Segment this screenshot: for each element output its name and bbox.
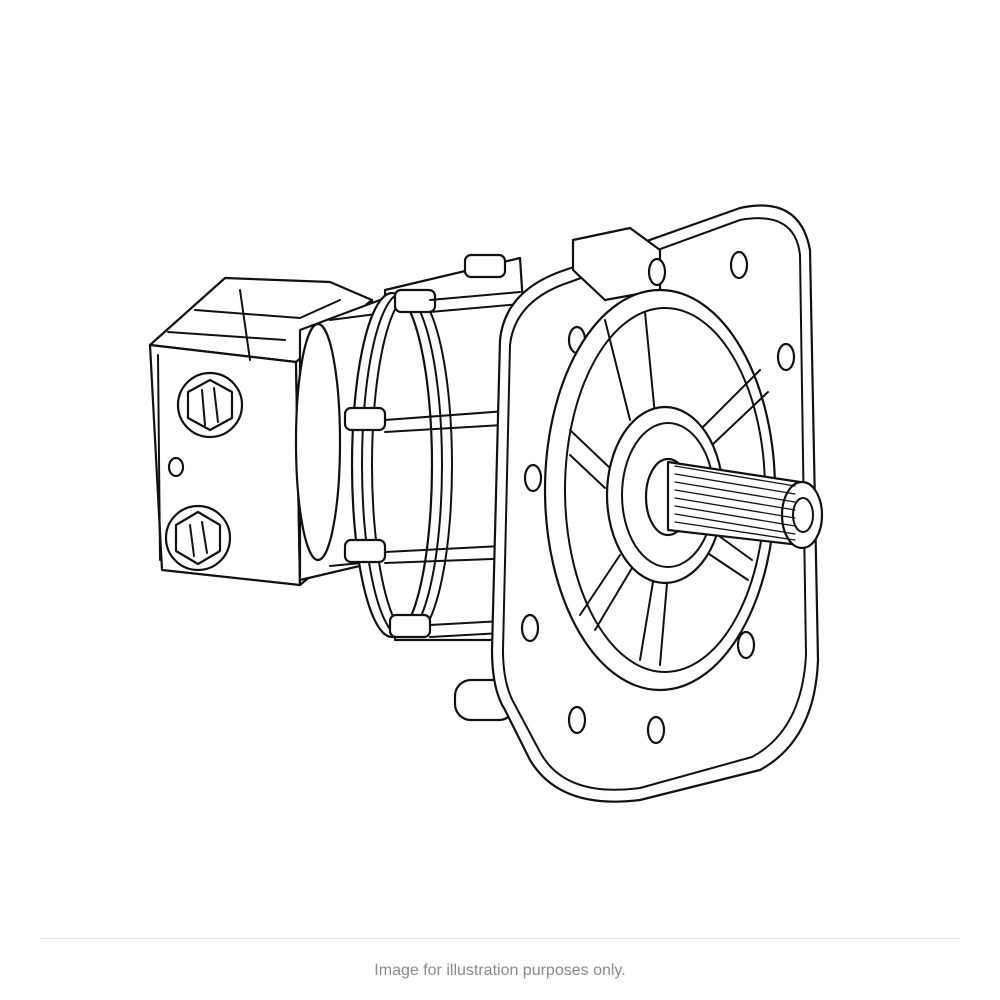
illustration-disclaimer: Image for illustration purposes only. <box>374 962 626 979</box>
lower-port-fitting <box>164 504 232 572</box>
vent-hole <box>167 456 185 478</box>
motor-illustration <box>148 204 824 803</box>
upper-port-fitting <box>176 371 244 439</box>
splined-shaft <box>666 460 824 550</box>
flange-bolt-holes <box>520 250 796 745</box>
footer-divider <box>40 938 960 939</box>
